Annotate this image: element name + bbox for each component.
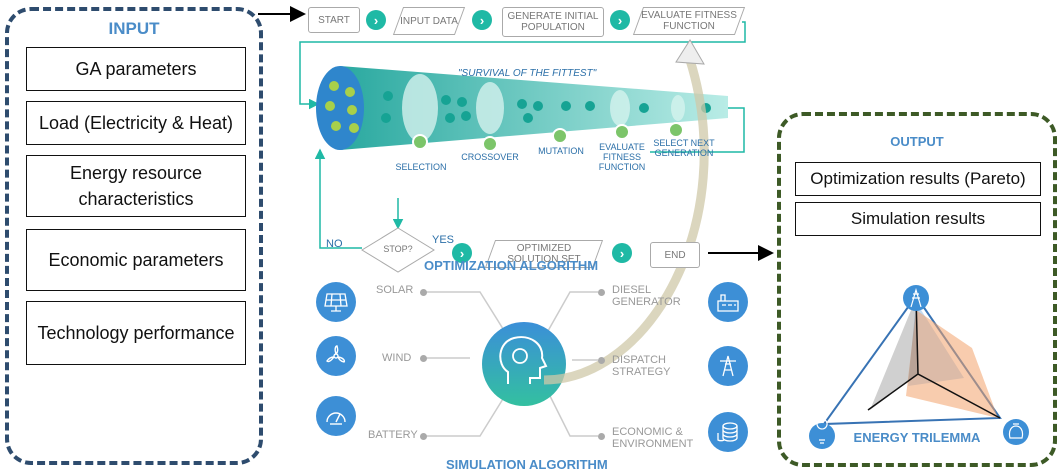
power-tower-icon: [708, 346, 748, 386]
trilemma-grey-area: [870, 298, 1000, 418]
battery-label: BATTERY: [368, 429, 418, 441]
funnel-mouth: [316, 66, 364, 150]
stage-mutation: MUTATION: [538, 146, 584, 156]
funnel-ellipses: [402, 74, 685, 142]
input-panel: INPUT GA parameters Load (Electricity & …: [5, 7, 263, 465]
population-dots: [325, 81, 359, 133]
input-item-load: Load (Electricity & Heat): [26, 101, 246, 145]
solar-connector-dot: [420, 289, 427, 296]
stage-marker: [482, 136, 498, 152]
end-node: END: [650, 242, 700, 268]
stage-marker: [552, 128, 568, 144]
trilemma-radar: [822, 294, 1002, 426]
diesel-label: DIESEL GENERATOR: [612, 284, 681, 308]
loop-connector-right: [650, 107, 745, 153]
wind-turbine-icon: [316, 336, 356, 376]
survival-label: "SURVIVAL OF THE FITTEST": [458, 68, 597, 79]
battery-gauge-icon: [316, 396, 356, 436]
input-title: INPUT: [108, 19, 160, 38]
stop-label: STOP?: [383, 244, 413, 254]
loop-connector-top: [299, 21, 746, 110]
diesel-connector-dot: [598, 289, 605, 296]
stage-marker: [668, 122, 684, 138]
dispatch-connector-dot: [598, 357, 605, 364]
solar-panel-icon: [316, 282, 356, 322]
evaluate-fitness-node: EVALUATE FITNESS FUNCTION: [638, 7, 740, 35]
no-label: NO: [326, 238, 343, 250]
output-item-optimization: Optimization results (Pareto): [795, 162, 1041, 196]
link-curve-arrow: [543, 58, 709, 385]
input-data-node: INPUT DATA: [398, 7, 460, 35]
link-curve-arrowhead: [675, 39, 705, 65]
optimized-solution-node: OPTIMIZED SOLUTION SET: [490, 240, 598, 268]
chevron-right-icon: ›: [472, 10, 492, 30]
coin-stack-icon: [708, 412, 748, 452]
trilemma-orange-area: [906, 310, 998, 418]
stage-selection: SELECTION: [395, 162, 447, 172]
start-node: START: [308, 7, 360, 33]
battery-connector-dot: [420, 433, 427, 440]
bulb-small-icon: [809, 423, 835, 449]
head-bulb-icon: [499, 336, 548, 384]
trilemma-label: ENERGY TRILEMMA: [853, 430, 981, 445]
chevron-right-icon: ›: [452, 243, 472, 263]
wind-label: WIND: [382, 352, 412, 364]
money-bag-icon: [1003, 419, 1029, 445]
simulation-title: SIMULATION ALGORITHM: [446, 457, 608, 472]
stop-diamond: [361, 227, 435, 273]
stage-marker: [412, 134, 428, 150]
solar-label: SOLAR: [376, 284, 414, 296]
factory-icon: [708, 282, 748, 322]
chevron-right-icon: ›: [610, 10, 630, 30]
input-item-economic: Economic parameters: [26, 229, 246, 291]
wind-connector-dot: [420, 355, 427, 362]
input-item-technology: Technology performance: [26, 301, 246, 365]
input-item-energy-resource: Energy resource characteristics: [26, 155, 246, 217]
yes-label: YES: [432, 234, 455, 246]
economic-connector-dot: [598, 433, 605, 440]
bulb-icon: [512, 348, 528, 364]
chevron-right-icon: ›: [366, 10, 386, 30]
optimization-title: OPTIMIZATION ALGORITHM: [424, 258, 599, 273]
input-item-ga-parameters: GA parameters: [26, 47, 246, 91]
stage-evaluate: EVALUATE FITNESS FUNCTION: [598, 142, 646, 172]
stage-marker: [614, 124, 630, 140]
dispatch-label: DISPATCH STRATEGY: [612, 354, 671, 378]
simulation-head-circle: [482, 322, 566, 406]
trilemma-icons: [809, 285, 1029, 449]
funnel-dots: [381, 91, 711, 123]
output-panel: OUTPUT Optimization results (Pareto) Sim…: [777, 112, 1057, 467]
stage-crossover: CROSSOVER: [461, 152, 519, 162]
loop-no-connector: [314, 148, 362, 249]
chevron-right-icon: ›: [612, 243, 632, 263]
economic-label: ECONOMIC & ENVIRONMENT: [612, 426, 694, 450]
generate-population-node: GENERATE INITIAL POPULATION: [502, 7, 604, 37]
output-title: OUTPUT: [890, 134, 944, 149]
simulation-spokes: [424, 291, 598, 437]
output-item-simulation: Simulation results: [795, 202, 1041, 236]
trilemma-axes: [867, 295, 1001, 419]
stage-select-next: SELECT NEXT GENERATION: [653, 138, 715, 158]
